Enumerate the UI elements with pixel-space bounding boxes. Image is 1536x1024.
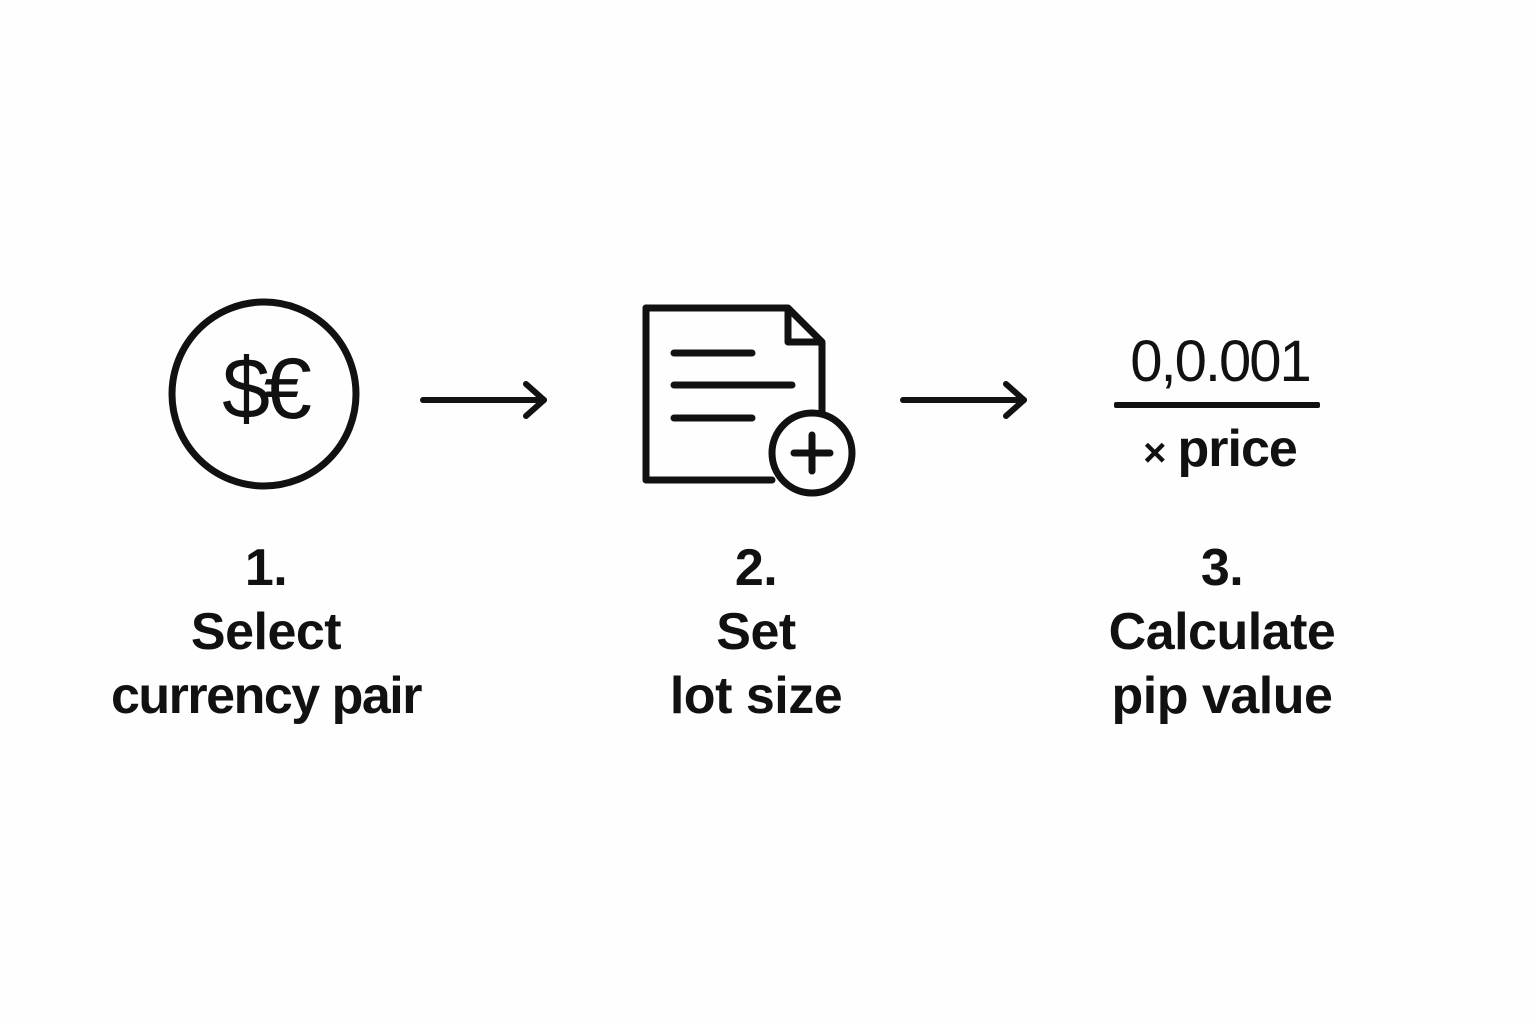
formula-denominator-text: price xyxy=(1177,420,1298,478)
arrow-right-icon xyxy=(900,381,1027,419)
times-icon: × xyxy=(1143,431,1166,475)
step-2-number: 2. xyxy=(734,539,778,597)
step-1-title-line-2: currency pair xyxy=(111,667,423,725)
step-3-number: 3. xyxy=(1200,539,1244,597)
step-3-label: 3. Calculate pip value xyxy=(1012,536,1432,728)
step-2-label: 2. Set lot size xyxy=(546,536,966,728)
step-2-title-line-1: Set xyxy=(716,603,796,661)
arrow-right-icon xyxy=(420,381,547,419)
step-1-number: 1. xyxy=(244,539,288,597)
pip-formula: 0,0.001 ×price xyxy=(1100,322,1340,494)
currency-circle-icon: $€ xyxy=(168,298,360,490)
step-1-title-line-1: Select xyxy=(190,603,342,661)
step-3-title-line-2: pip value xyxy=(1111,667,1333,725)
step-1-label: 1. Select currency pair xyxy=(56,536,476,728)
currency-symbols: $€ xyxy=(222,341,311,437)
formula-denominator: ×price xyxy=(1100,408,1340,494)
step-3-title-line-1: Calculate xyxy=(1108,603,1336,661)
document-plus-icon xyxy=(642,304,856,497)
fraction-bar xyxy=(1114,402,1320,408)
formula-numerator: 0,0.001 xyxy=(1130,329,1312,394)
step-2-title-line-2: lot size xyxy=(669,667,843,725)
